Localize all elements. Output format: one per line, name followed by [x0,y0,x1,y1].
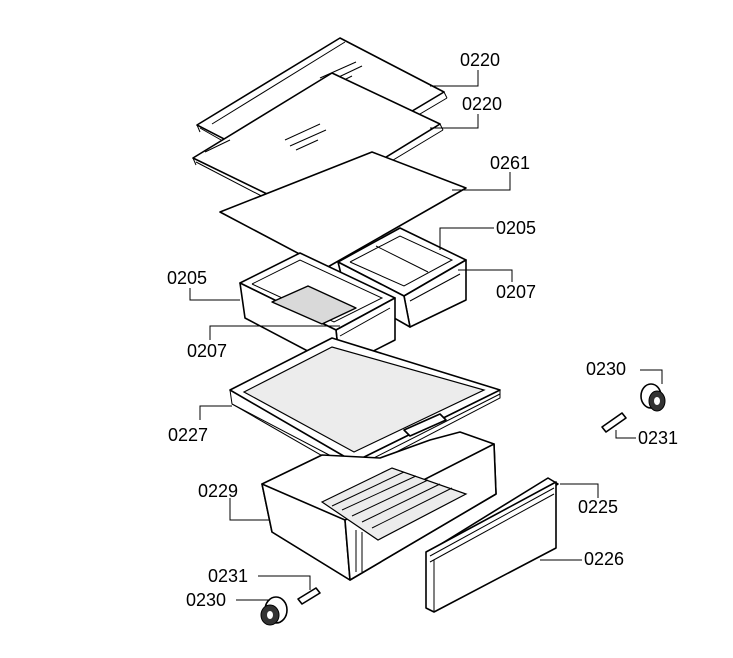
pin-right [601,412,627,433]
label-0261: 0261 [490,153,531,173]
roller-left [260,596,288,626]
pin-left [297,587,321,605]
label-0220-second: 0220 [462,94,503,114]
label-0227: 0227 [168,425,209,445]
leader-lines [189,70,663,601]
cover-panel [219,151,467,269]
label-0231-right: 0231 [638,428,679,448]
label-0226: 0226 [584,549,625,569]
label-0207-left: 0207 [187,341,228,361]
shelf-frame [229,337,501,475]
label-0207-right: 0207 [496,282,537,302]
label-0220-top: 0220 [460,50,501,70]
label-0205-left: 0205 [167,268,208,288]
label-0205-right: 0205 [496,218,537,238]
label-0230-right: 0230 [586,359,627,379]
drawer-front-panel [425,481,557,613]
label-0229: 0229 [198,481,239,501]
label-0230-left: 0230 [186,590,227,610]
drawer-body [261,431,497,581]
label-0225: 0225 [578,497,619,517]
label-0231-left: 0231 [208,566,249,586]
roller-right [640,383,666,412]
